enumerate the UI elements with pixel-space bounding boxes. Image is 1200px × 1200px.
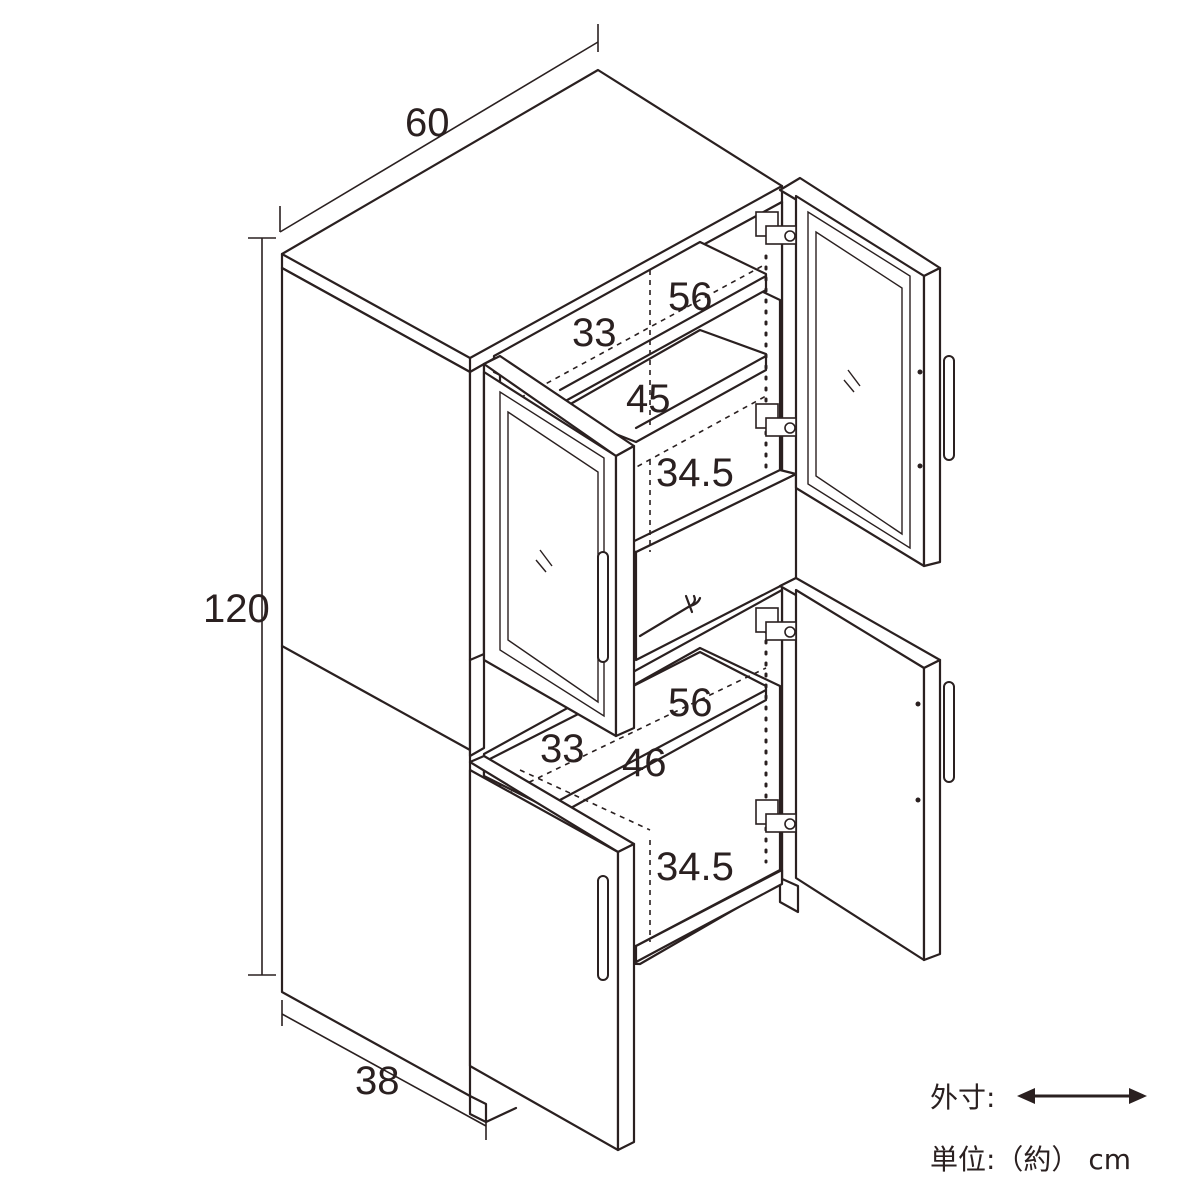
double-arrow-icon xyxy=(1017,1088,1148,1104)
lower-shelf-height-label: 46 xyxy=(622,741,667,785)
unit-legend: 単位:（約） cm xyxy=(930,1143,1132,1176)
cabinet-body xyxy=(280,68,800,1124)
outer-dimension-label: 外寸: xyxy=(930,1081,996,1114)
hinge-upper-bottom xyxy=(755,403,797,437)
hinge-lower-top xyxy=(755,607,797,641)
lower-shelf-depth-label: 33 xyxy=(540,727,585,771)
width-dimension xyxy=(279,24,599,233)
upper-shelf-height-label: 45 xyxy=(626,377,671,421)
height-dimension xyxy=(248,237,276,976)
outer-dimension-legend: 外寸: xyxy=(930,1076,1148,1116)
hinges xyxy=(755,211,797,833)
upper-left-glass-door[interactable] xyxy=(482,354,636,738)
lower-shelf-width-label: 56 xyxy=(668,681,713,725)
lower-left-door[interactable] xyxy=(468,754,636,1152)
upper-right-door-handle[interactable] xyxy=(943,355,955,461)
hinge-upper-top xyxy=(755,211,797,245)
lower-left-door-handle[interactable] xyxy=(597,875,609,981)
upper-shelf-width-label: 56 xyxy=(668,275,713,319)
upper-left-door-handle[interactable] xyxy=(597,551,609,663)
upper-inner-height-label: 34.5 xyxy=(656,451,734,495)
height-label: 120 xyxy=(203,587,270,631)
upper-right-glass-door[interactable] xyxy=(778,176,955,568)
hinge-lower-bottom xyxy=(755,799,797,833)
depth-label: 38 xyxy=(355,1059,400,1103)
width-label: 60 xyxy=(405,101,450,145)
lower-inner-height-label: 34.5 xyxy=(656,845,734,889)
lower-right-door[interactable] xyxy=(778,576,955,962)
lower-right-door-handle[interactable] xyxy=(943,681,955,783)
upper-shelf-depth-label: 33 xyxy=(572,311,617,355)
